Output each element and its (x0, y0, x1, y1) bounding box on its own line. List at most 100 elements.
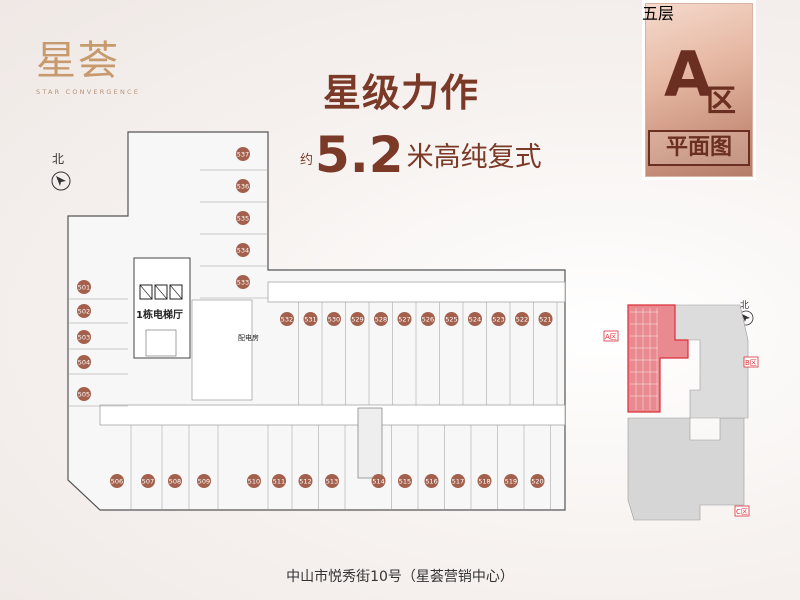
zone-badge (642, 0, 756, 180)
unit-label-511: 511 (273, 478, 285, 486)
unit-badge-537 (236, 147, 250, 161)
unit-label-510: 510 (248, 478, 260, 486)
unit-badge-526 (421, 312, 435, 326)
unit-badge-524 (468, 312, 482, 326)
unit-label-513: 513 (326, 478, 338, 486)
headline-subline: 约 5.2 米高纯复式 (300, 120, 542, 180)
unit-label-506: 506 (111, 478, 123, 486)
unit-badge-532 (280, 312, 294, 326)
unit-label-533: 533 (237, 279, 249, 287)
keyplan-north-label: 北 (740, 301, 750, 311)
elevator-hall-label: 1栋电梯厅 (136, 308, 183, 321)
unit-label-528: 528 (375, 316, 387, 324)
unit-label-503: 503 (78, 334, 90, 342)
unit-badge-512 (298, 474, 313, 488)
unit-badge-505 (77, 387, 91, 401)
keyplan-grid (630, 308, 658, 410)
keyplan-label-b: B区 (745, 359, 757, 367)
keyplan-label-c: C区 (736, 508, 748, 516)
unit-badge-506 (110, 474, 124, 488)
keyplan-zone-b (674, 304, 749, 419)
brand-logo: 星荟 (36, 38, 120, 84)
unit-badge-522 (515, 312, 529, 326)
unit-label-520: 520 (531, 478, 543, 486)
unit-badge-536 (236, 179, 250, 193)
unit-badge-519 (504, 474, 518, 488)
headline-prefix: 约 (300, 153, 314, 168)
unit-badge-521 (538, 312, 553, 326)
unit-label-531: 531 (304, 316, 316, 324)
unit-badge-502 (77, 304, 91, 318)
unit-badge-525 (444, 312, 459, 326)
unit-label-502: 502 (78, 308, 90, 316)
unit-badge-529 (350, 312, 365, 326)
unit-badge-508 (168, 474, 182, 488)
unit-label-532: 532 (281, 316, 293, 324)
keyplan-compass-arrow (742, 314, 750, 322)
unit-label-537: 537 (237, 151, 249, 159)
unit-label-535: 535 (237, 215, 249, 223)
unit-badge-514 (371, 474, 386, 488)
unit-badge-509 (197, 474, 211, 488)
unit-label-525: 525 (445, 316, 457, 324)
unit-label-522: 522 (516, 316, 528, 324)
unit-badge-535 (236, 211, 250, 225)
unit-badge-528 (374, 312, 388, 326)
unit-badge-516 (424, 474, 439, 488)
keyplan-label-a: A区 (605, 333, 617, 341)
unit-label-519: 519 (505, 478, 517, 486)
keyplan-tag-b (743, 356, 759, 368)
unit-badge-520 (530, 474, 545, 488)
keyplan-tag-a (603, 330, 619, 342)
unit-label-512: 512 (299, 478, 311, 486)
unit-label-516: 516 (425, 478, 437, 486)
unit-badge-530 (327, 312, 341, 326)
unit-badge-510 (247, 474, 261, 488)
plan-north-label: 北 (52, 152, 65, 166)
unit-label-524: 524 (469, 316, 481, 324)
power-room-label: 配电房 (238, 333, 259, 342)
unit-label-527: 527 (398, 316, 410, 324)
unit-label-517: 517 (452, 478, 464, 486)
unit-label-508: 508 (169, 478, 181, 486)
unit-label-509: 509 (198, 478, 210, 486)
badge-floor: 五层 (642, 4, 675, 23)
keyplan-zone-c (627, 417, 745, 521)
unit-label-526: 526 (422, 316, 434, 324)
unit-label-504: 504 (78, 359, 90, 367)
unit-badge-527 (397, 312, 412, 326)
unit-label-521: 521 (539, 316, 551, 324)
unit-label-518: 518 (478, 478, 490, 486)
unit-badge-515 (398, 474, 412, 488)
headline-suffix: 米高纯复式 (406, 142, 542, 173)
footer-address: 中山市悦秀街10号（星荟营销中心） (286, 569, 514, 585)
headline-title: 星级力作 (322, 71, 479, 115)
keyplan-tag-c (734, 505, 750, 517)
unit-badge-504 (77, 355, 91, 369)
unit-label-514: 514 (372, 478, 384, 486)
badge-zone-char: 区 (706, 84, 736, 119)
unit-badge-523 (491, 312, 506, 326)
badge-zone-letter: A (664, 38, 712, 111)
brand-logo-subtitle: STAR CONVERGENCE (36, 88, 141, 96)
elevator-core (133, 257, 191, 359)
unit-label-505: 505 (78, 391, 90, 399)
unit-badge-507 (141, 474, 155, 488)
unit-label-515: 515 (399, 478, 411, 486)
badge-plan-label: 平面图 (648, 130, 750, 166)
unit-badge-513 (325, 474, 339, 488)
unit-badge-511 (272, 474, 286, 488)
unit-badge-531 (303, 312, 318, 326)
plan-north-compass-icon (51, 171, 71, 191)
unit-label-534: 534 (237, 247, 249, 255)
unit-badge-517 (451, 474, 465, 488)
unit-label-536: 536 (237, 183, 249, 191)
unit-label-507: 507 (142, 478, 154, 486)
unit-label-501: 501 (78, 284, 90, 292)
unit-label-523: 523 (492, 316, 504, 324)
plan-stair (357, 407, 383, 479)
